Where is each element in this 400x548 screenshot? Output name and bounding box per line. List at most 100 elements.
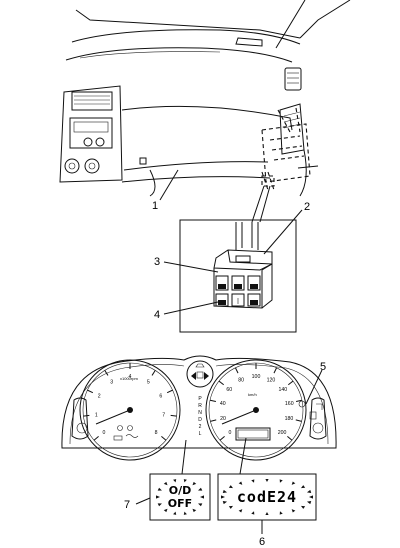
od-off-blink-rays <box>156 479 204 515</box>
od-off-ray <box>183 511 187 515</box>
seatbelt-icon <box>316 403 323 410</box>
leader-5 <box>305 369 323 405</box>
wire-lead-right <box>259 185 271 223</box>
leader-4 <box>163 301 219 315</box>
code-ray <box>238 481 243 485</box>
od-off-ray <box>192 508 197 513</box>
tachometer-tick <box>104 370 109 376</box>
code-ray <box>300 505 306 509</box>
od-off-ray <box>157 487 162 491</box>
speedometer-tick <box>209 399 216 402</box>
indicator-lamp-icon <box>298 400 306 408</box>
code-ray <box>309 495 313 499</box>
speedometer-tick-label: 100 <box>252 374 261 380</box>
tachometer-tick-label: 7 <box>162 412 165 418</box>
gear-position-label: D <box>198 417 202 423</box>
fuel-pump-icon <box>309 411 317 420</box>
od-off-ray <box>198 503 203 507</box>
code-ray <box>306 489 312 493</box>
od-off-line2: OFF <box>168 497 192 510</box>
gear-position-label: N <box>198 410 202 416</box>
connector-detail-frame <box>179 219 297 333</box>
code-ray <box>251 511 255 515</box>
od-off-ray <box>173 479 177 483</box>
charge-lamp-icon <box>127 425 133 431</box>
callout-6: 6 <box>259 536 265 548</box>
door-icon <box>195 363 205 368</box>
speedometer-tick <box>234 367 239 374</box>
leader-1 <box>159 169 179 201</box>
code-blink-rays <box>221 479 313 515</box>
code-ray <box>279 511 283 515</box>
od-off-ray <box>200 495 204 499</box>
code-ray <box>265 512 269 515</box>
speedometer-tick <box>295 419 302 422</box>
od-off-ray <box>192 481 197 486</box>
tachometer-tick-label: 5 <box>147 379 150 385</box>
speedometer-tick <box>296 399 303 402</box>
gear-position-label: L <box>199 431 202 437</box>
warning-lamp-icon <box>117 425 123 431</box>
code-ray <box>291 509 296 513</box>
dashboard-illustration <box>59 0 351 197</box>
speedometer-tick-label: 80 <box>238 377 244 383</box>
tachometer-tick-label: 3 <box>110 379 113 385</box>
tachometer-dial <box>79 359 181 461</box>
callout-5: 5 <box>320 361 326 373</box>
od-off-display-frame <box>149 473 211 521</box>
gear-position-label: R <box>198 403 202 409</box>
tachometer-tick-label: 8 <box>155 430 158 436</box>
speedometer-dial <box>205 359 307 461</box>
callout-2: 2 <box>304 201 310 213</box>
od-off-ray <box>183 479 187 483</box>
speedometer-tick-label: 160 <box>285 401 294 407</box>
gear-position-label: 2 <box>199 424 202 430</box>
leader-code-display <box>239 437 247 475</box>
od-off-line1: O/D <box>169 484 192 497</box>
callout-3: 3 <box>154 256 160 268</box>
leader-od-display <box>181 439 187 475</box>
code-ray <box>291 481 296 485</box>
code-ray <box>228 505 234 509</box>
speedometer-tick <box>218 380 224 386</box>
speedometer-tick <box>219 435 225 441</box>
tachometer-tick <box>93 435 99 441</box>
callout-4: 4 <box>154 309 160 321</box>
gear-position-label: P <box>198 396 202 402</box>
code-ray <box>238 509 243 513</box>
od-off-ray <box>163 481 168 486</box>
code-display-text: codE24 <box>237 488 297 506</box>
tachometer-tick <box>170 414 177 417</box>
callout-1: 1 <box>152 200 158 212</box>
tachometer-needle <box>95 409 131 425</box>
tachometer-tick-label: 6 <box>159 394 162 400</box>
od-off-ray <box>163 508 168 513</box>
tachometer-tick <box>151 370 156 376</box>
battery-icon <box>113 435 123 441</box>
speedometer-tick <box>288 380 294 386</box>
tachometer-tick <box>166 389 173 394</box>
code-ray <box>228 485 234 489</box>
speedometer-tick-label: 60 <box>226 387 232 393</box>
leader-3 <box>163 261 219 273</box>
tachometer-tick <box>161 435 167 441</box>
tachometer-unit-label: x1000rpm <box>120 376 138 381</box>
speedometer-tick <box>273 367 278 374</box>
tachometer-tick-label: 1 <box>95 412 98 418</box>
speedometer-tick <box>287 435 293 441</box>
speedometer-unit-label: km/h <box>248 392 257 397</box>
code-ray <box>222 489 228 493</box>
od-off-ray <box>156 495 160 499</box>
speedometer-tick-label: 20 <box>220 416 226 422</box>
tachometer-tick-label: 2 <box>98 394 101 400</box>
code-ray <box>221 495 225 499</box>
code-ray <box>265 479 269 482</box>
od-off-ray <box>173 511 177 515</box>
turn-signal-pod <box>186 360 214 388</box>
callout-7: 7 <box>124 499 130 511</box>
tachometer-tick <box>87 389 94 394</box>
code-ray <box>251 479 255 483</box>
